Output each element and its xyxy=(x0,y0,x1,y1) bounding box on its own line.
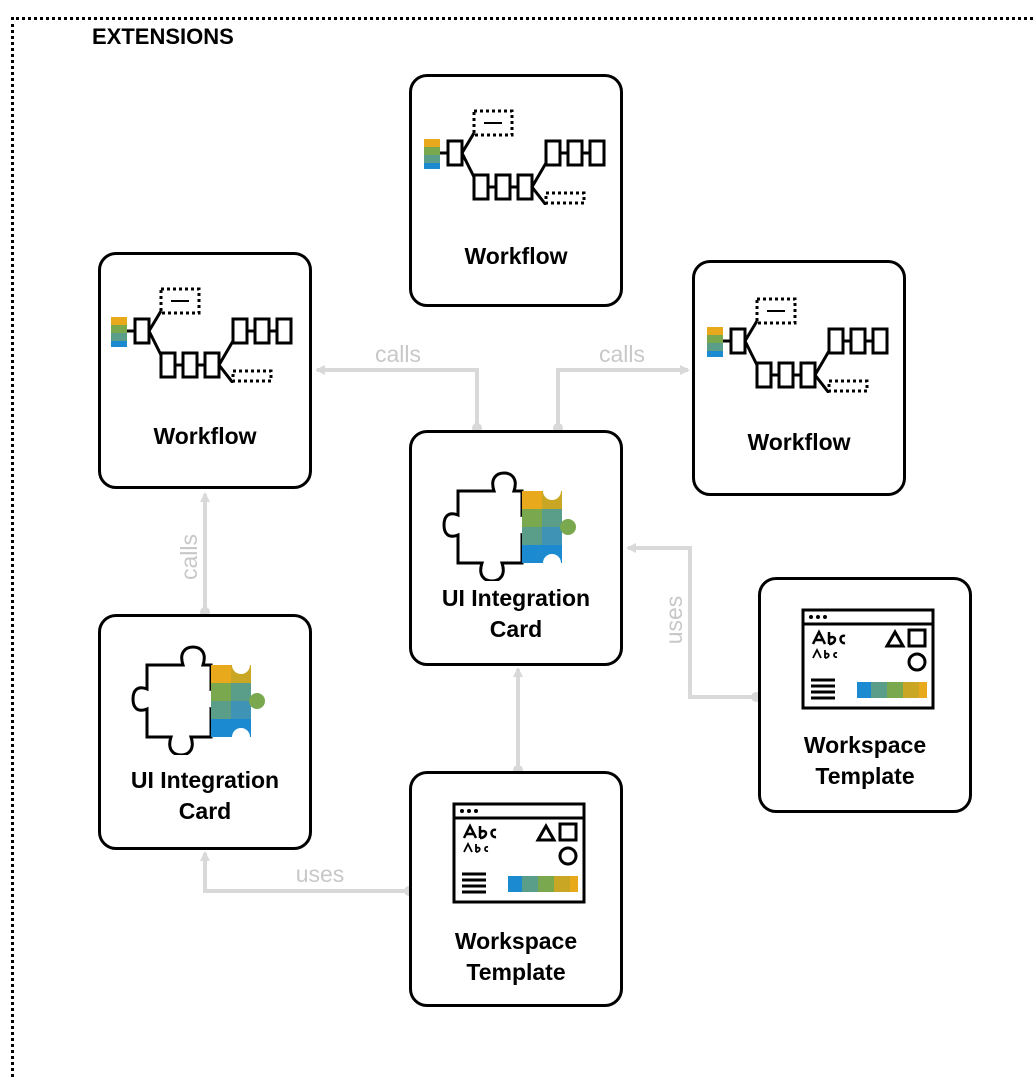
container-title: EXTENSIONS xyxy=(84,23,242,51)
template-icon xyxy=(801,608,935,710)
workflow-node-right[interactable]: Workflow xyxy=(692,260,906,496)
card-label-line2: Card xyxy=(178,798,232,824)
connector-bottom-template-to-left-card xyxy=(200,851,409,893)
puzzle-icon xyxy=(131,645,267,755)
workflow-icon xyxy=(705,297,889,393)
connector-right-template-to-center-card xyxy=(626,543,756,699)
card-label-line1: UI Integration xyxy=(441,585,591,611)
card-label-line1: UI Integration xyxy=(130,767,280,793)
workflow-node-top[interactable]: Workflow xyxy=(409,74,623,307)
workflow-node-left[interactable]: Workflow xyxy=(98,252,312,489)
connector-center-to-left-workflow xyxy=(315,365,479,428)
template-label-line1: Workspace xyxy=(803,732,927,758)
workflow-label: Workflow xyxy=(464,243,568,269)
template-label-line1: Workspace xyxy=(454,928,578,954)
workflow-label: Workflow xyxy=(747,429,851,455)
edge-label-uses-vertical: uses xyxy=(661,596,687,645)
workflow-icon xyxy=(422,109,606,205)
edge-label-calls-left: calls xyxy=(375,341,421,367)
puzzle-icon xyxy=(442,471,578,581)
ui-integration-card-center[interactable]: UI Integration Card xyxy=(409,430,623,666)
edge-label-calls-right: calls xyxy=(599,341,645,367)
workflow-icon xyxy=(109,287,293,383)
edge-label-uses-horizontal: uses xyxy=(296,861,345,887)
template-label-line2: Template xyxy=(466,959,566,985)
workspace-template-right[interactable]: Workspace Template xyxy=(758,577,972,813)
extensions-container: EXTENSIONS xyxy=(11,17,1033,1077)
card-label-line2: Card xyxy=(489,616,543,642)
connector-center-to-right-workflow xyxy=(556,365,690,428)
template-icon xyxy=(452,802,586,904)
template-label-line2: Template xyxy=(815,763,915,789)
edge-label-calls-vertical: calls xyxy=(176,534,202,580)
ui-integration-card-left[interactable]: UI Integration Card xyxy=(98,614,312,850)
workflow-label: Workflow xyxy=(153,423,257,449)
workspace-template-bottom[interactable]: Workspace Template xyxy=(409,771,623,1007)
